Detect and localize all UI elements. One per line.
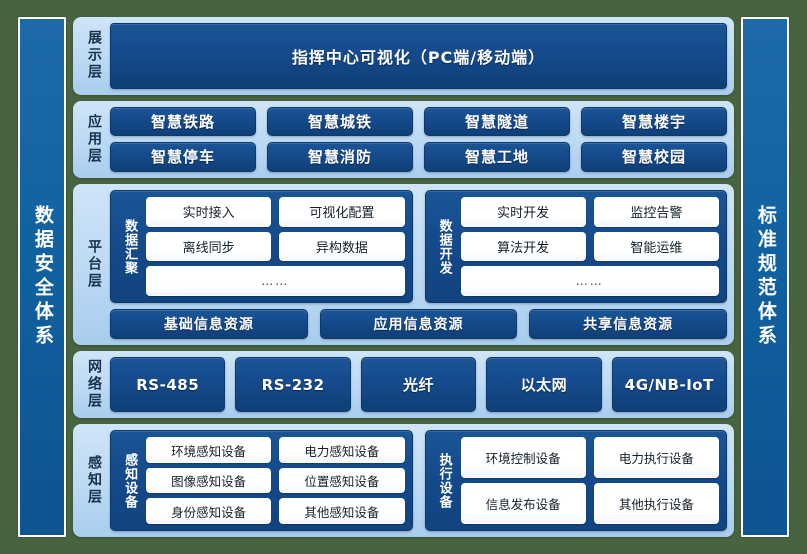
cell-location-sensor[interactable]: 位置感知设备 xyxy=(279,467,405,494)
right-pillar-label: 标准规范体系 xyxy=(754,205,777,349)
platform-group-aggregation-label: 数据汇聚 xyxy=(122,218,138,275)
cell-environment-control[interactable]: 环境控制设备 xyxy=(460,437,586,479)
platform-development-cells: 实时开发 监控告警 算法开发 智能运维 …… xyxy=(460,196,719,297)
app-item-smart-campus[interactable]: 智慧校园 xyxy=(581,142,727,172)
right-pillar-standards: 标准规范体系 xyxy=(741,17,789,537)
left-pillar-data-security: 数据安全体系 xyxy=(18,17,66,537)
cell-environment-sensor[interactable]: 环境感知设备 xyxy=(146,437,272,463)
layer-application-body: 智慧铁路 智慧城铁 智慧隧道 智慧楼宇 智慧停车 智慧消防 智慧工地 智慧校园 xyxy=(110,106,727,172)
layer-platform-label-wrap: 平台层 xyxy=(78,190,110,340)
layer-sensing-label: 感知层 xyxy=(86,455,103,507)
cell-other-actuator[interactable]: 其他执行设备 xyxy=(593,483,719,524)
network-item-fiber[interactable]: 光纤 xyxy=(360,357,477,413)
cell-realtime-ingest[interactable]: 实时接入 xyxy=(146,196,272,227)
sensing-group-actuators: 执行设备 环境控制设备 电力执行设备 信息发布设备 其他执行设备 xyxy=(424,430,727,531)
layer-platform-label: 平台层 xyxy=(86,239,103,291)
left-pillar-label: 数据安全体系 xyxy=(31,205,54,349)
layer-application-label-wrap: 应用层 xyxy=(78,107,110,172)
platform-group-aggregation-label-wrap: 数据汇聚 xyxy=(118,197,140,297)
layer-network: 网络层 RS-485 RS-232 光纤 以太网 4G/NB-IoT xyxy=(73,351,734,419)
sensing-actuator-cells: 环境控制设备 电力执行设备 信息发布设备 其他执行设备 xyxy=(460,437,719,524)
network-item-rs485[interactable]: RS-485 xyxy=(110,357,226,413)
layer-display-label-wrap: 展示层 xyxy=(78,23,110,89)
app-item-smart-site[interactable]: 智慧工地 xyxy=(424,142,570,172)
app-item-smart-metro[interactable]: 智慧城铁 xyxy=(267,106,413,137)
layer-display: 展示层 指挥中心可视化（PC端/移动端） xyxy=(73,17,734,95)
cell-visual-config[interactable]: 可视化配置 xyxy=(279,196,405,227)
cell-algorithm-development[interactable]: 算法开发 xyxy=(460,231,586,262)
layer-sensing: 感知层 感知设备 环境感知设备 电力感知设备 图像感知设备 xyxy=(73,424,734,537)
platform-group-data-aggregation: 数据汇聚 实时接入 可视化配置 离线同步 异构数据 …… xyxy=(110,189,413,304)
sensing-group-actuators-label-wrap: 执行设备 xyxy=(433,437,455,524)
cell-offline-sync[interactable]: 离线同步 xyxy=(146,231,272,262)
diagram-frame: 数据安全体系 展示层 指挥中心可视化（PC端/移动端） 应用层 xyxy=(18,17,789,537)
cell-heterogeneous-data[interactable]: 异构数据 xyxy=(279,231,405,262)
platform-group-development-label: 数据开发 xyxy=(436,218,452,275)
layer-network-body: RS-485 RS-232 光纤 以太网 4G/NB-IoT xyxy=(110,357,727,413)
cell-development-more[interactable]: …… xyxy=(460,266,719,297)
layer-display-label: 展示层 xyxy=(86,30,103,82)
layer-network-label-wrap: 网络层 xyxy=(78,357,110,412)
cell-other-sensor[interactable]: 其他感知设备 xyxy=(279,498,405,524)
cell-realtime-development[interactable]: 实时开发 xyxy=(460,196,586,227)
sensing-group-sensors-label-wrap: 感知设备 xyxy=(118,437,140,524)
platform-group-development-label-wrap: 数据开发 xyxy=(433,197,455,297)
cell-image-sensor[interactable]: 图像感知设备 xyxy=(146,467,272,494)
cell-monitoring-alarm[interactable]: 监控告警 xyxy=(593,196,719,227)
cell-power-actuator[interactable]: 电力执行设备 xyxy=(593,437,719,479)
sensing-group-sensors: 感知设备 环境感知设备 电力感知设备 图像感知设备 位置感知设备 身份感知设备 … xyxy=(110,430,413,531)
app-item-smart-railway[interactable]: 智慧铁路 xyxy=(110,106,256,137)
network-grid: RS-485 RS-232 光纤 以太网 4G/NB-IoT xyxy=(110,357,727,413)
sensing-group-sensors-label: 感知设备 xyxy=(122,452,138,509)
platform-aggregation-cells: 实时接入 可视化配置 离线同步 异构数据 …… xyxy=(146,196,405,297)
app-item-smart-parking[interactable]: 智慧停车 xyxy=(110,142,256,172)
app-item-smart-tunnel[interactable]: 智慧隧道 xyxy=(424,106,570,137)
layer-application-label: 应用层 xyxy=(86,113,103,165)
platform-resource-row: 基础信息资源 应用信息资源 共享信息资源 xyxy=(110,309,727,340)
layer-sensing-label-wrap: 感知层 xyxy=(78,430,110,531)
network-item-rs232[interactable]: RS-232 xyxy=(235,357,351,413)
cell-identity-sensor[interactable]: 身份感知设备 xyxy=(146,498,272,524)
layer-platform: 平台层 数据汇聚 实时接入 可视化配置 离线同步 xyxy=(73,183,734,346)
sensing-groups: 感知设备 环境感知设备 电力感知设备 图像感知设备 位置感知设备 身份感知设备 … xyxy=(110,430,727,531)
app-item-smart-building[interactable]: 智慧楼宇 xyxy=(581,106,727,137)
application-grid: 智慧铁路 智慧城铁 智慧隧道 智慧楼宇 智慧停车 智慧消防 智慧工地 智慧校园 xyxy=(110,106,727,172)
layer-network-label: 网络层 xyxy=(86,359,103,411)
network-item-4g-nbiot[interactable]: 4G/NB-IoT xyxy=(611,357,727,413)
app-item-smart-fire[interactable]: 智慧消防 xyxy=(267,142,413,172)
layer-application: 应用层 智慧铁路 智慧城铁 智慧隧道 智慧楼宇 智慧停车 智慧消防 智慧工地 智… xyxy=(73,100,734,178)
resource-app-info[interactable]: 应用信息资源 xyxy=(319,309,518,340)
cell-aggregation-more[interactable]: …… xyxy=(146,266,405,297)
platform-groups: 数据汇聚 实时接入 可视化配置 离线同步 异构数据 …… xyxy=(110,189,727,304)
network-item-ethernet[interactable]: 以太网 xyxy=(486,357,602,413)
sensing-sensor-cells: 环境感知设备 电力感知设备 图像感知设备 位置感知设备 身份感知设备 其他感知设… xyxy=(146,437,405,524)
display-command-center-bar[interactable]: 指挥中心可视化（PC端/移动端） xyxy=(110,23,727,89)
sensing-group-actuators-label: 执行设备 xyxy=(436,452,452,509)
layer-display-body: 指挥中心可视化（PC端/移动端） xyxy=(110,23,727,89)
cell-intelligent-ops[interactable]: 智能运维 xyxy=(593,231,719,262)
layer-sensing-body: 感知设备 环境感知设备 电力感知设备 图像感知设备 位置感知设备 身份感知设备 … xyxy=(110,430,727,531)
cell-power-sensor[interactable]: 电力感知设备 xyxy=(279,437,405,463)
platform-group-data-development: 数据开发 实时开发 监控告警 算法开发 智能运维 …… xyxy=(424,189,727,304)
layer-stack: 展示层 指挥中心可视化（PC端/移动端） 应用层 智慧铁路 智慧城铁 智慧隧道 … xyxy=(73,17,734,537)
resource-basic-info[interactable]: 基础信息资源 xyxy=(110,309,308,340)
cell-info-publish[interactable]: 信息发布设备 xyxy=(460,483,586,524)
layer-platform-body: 数据汇聚 实时接入 可视化配置 离线同步 异构数据 …… xyxy=(110,189,727,340)
resource-shared-info[interactable]: 共享信息资源 xyxy=(529,309,727,340)
